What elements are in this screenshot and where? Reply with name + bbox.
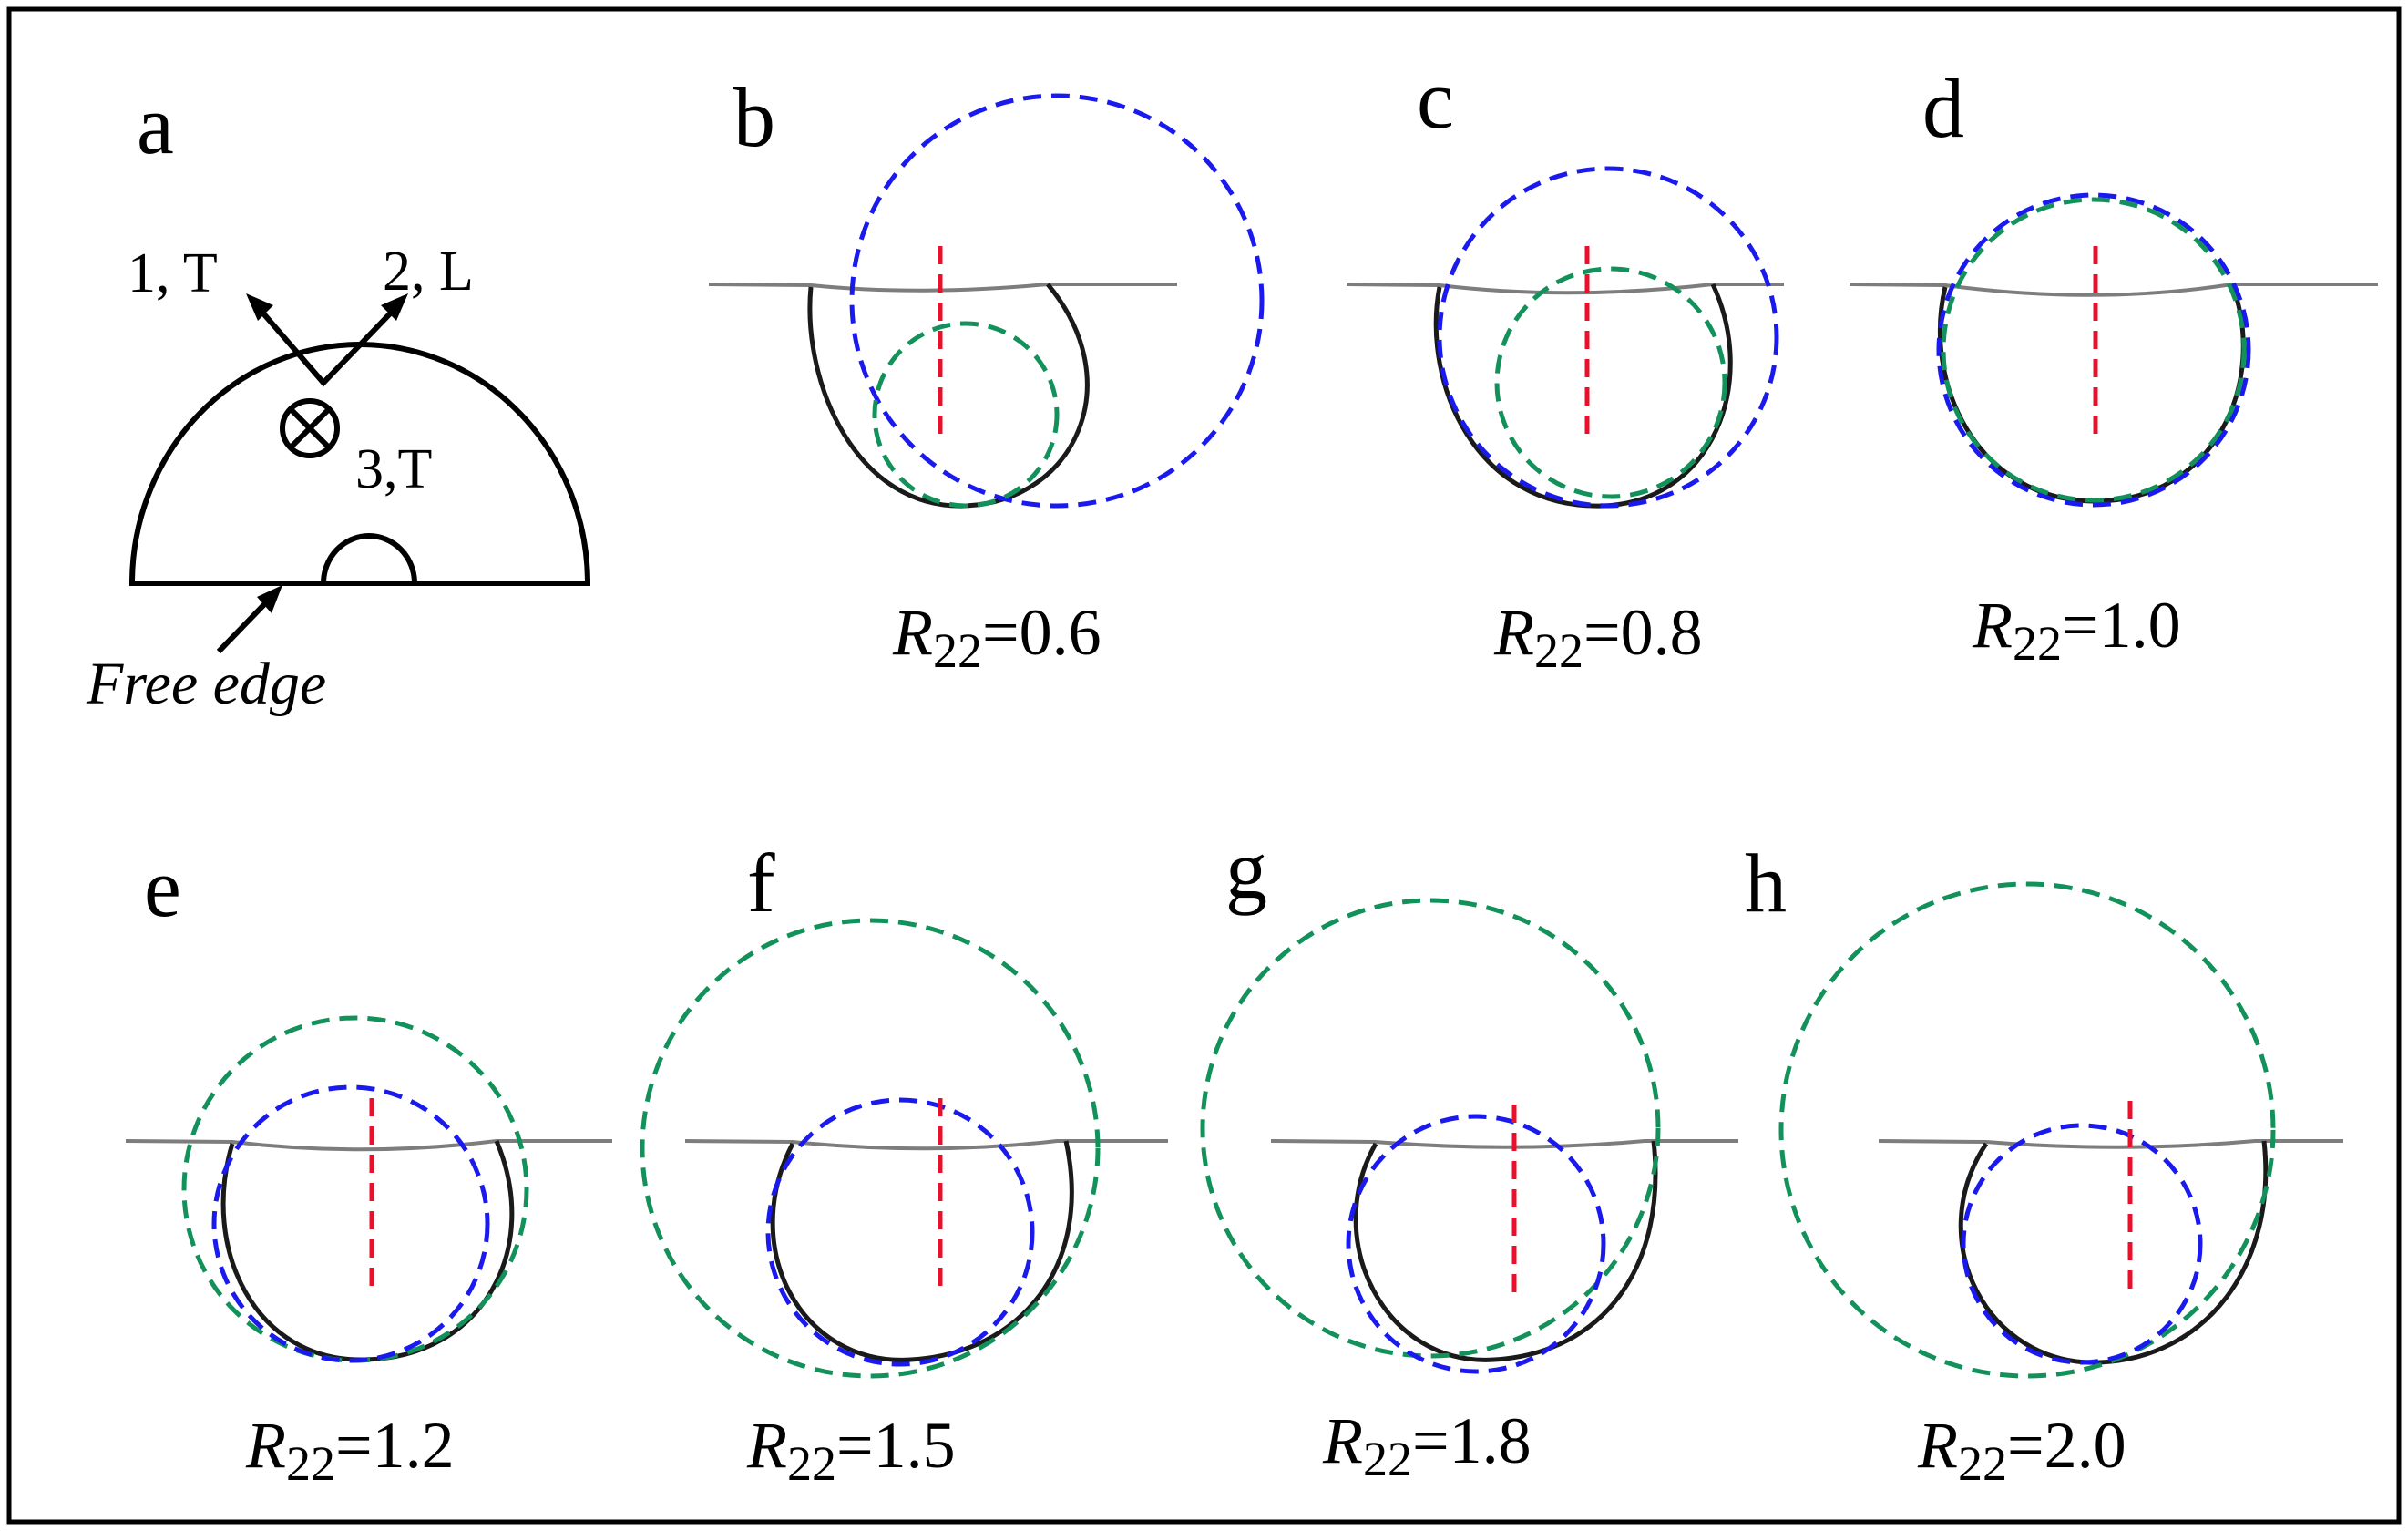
free-edge-arrow-head: [257, 585, 282, 613]
crack-profile: [1937, 283, 2246, 504]
fit-circle-green: [640, 918, 1101, 1379]
fit-circle-blue: [1346, 1114, 1606, 1374]
caption-h: R22=2.0: [1917, 1409, 2126, 1491]
figure-frame: [6, 6, 2402, 1525]
caption-b: R22=0.6: [892, 596, 1102, 678]
fit-circle-blue: [211, 1084, 490, 1363]
panel-d: d R22=1.0: [1849, 62, 2378, 671]
fit-circle-green: [872, 321, 1060, 509]
panel-f: f R22=1.5: [640, 837, 1168, 1491]
specimen-surface: [1270, 1139, 1738, 1149]
crack-profile: [220, 1140, 515, 1362]
specimen-surface: [1346, 283, 1784, 295]
crack-profile: [770, 1140, 1074, 1362]
circle-times-icon: [280, 398, 340, 458]
specimen-surface: [708, 283, 1177, 293]
panel-letter-e: e: [144, 841, 181, 934]
panel-b: b R22=0.6: [708, 71, 1265, 678]
panel-letter-b: b: [733, 71, 775, 164]
arrow-head-1: [246, 293, 273, 321]
free-edge-label: Free edge: [86, 651, 326, 717]
caption-g: R22=1.8: [1322, 1404, 1532, 1486]
panel-letter-g: g: [1225, 823, 1267, 916]
fit-circle-blue: [1961, 1123, 2203, 1365]
specimen-surface: [125, 1139, 612, 1152]
fit-circle-green: [1200, 898, 1661, 1359]
fit-circle-green: [1778, 881, 2276, 1379]
panel-letter-c: c: [1417, 53, 1454, 146]
axis-label-3: 3,T: [355, 438, 432, 500]
crack-profile: [1353, 1140, 1658, 1362]
caption-e: R22=1.2: [245, 1409, 455, 1491]
specimen-outline: [128, 342, 591, 586]
fit-circle-green: [1941, 197, 2247, 503]
specimen-surface: [1849, 283, 2378, 297]
notch: [321, 533, 417, 584]
specimen-surface: [684, 1139, 1168, 1151]
axis-label-2: 2, L: [383, 241, 474, 303]
caption-c: R22=0.8: [1493, 596, 1703, 678]
panel-letter-a: a: [137, 78, 174, 171]
panel-letter-f: f: [747, 837, 775, 930]
arrow-head-2: [381, 293, 408, 321]
panel-c: c R22=0.8: [1346, 53, 1784, 678]
axis-arrows: [255, 304, 399, 387]
fit-circle-blue: [1936, 192, 2251, 508]
fit-circle-blue: [849, 93, 1265, 509]
crack-profile: [1958, 1140, 2269, 1365]
axis-label-1: 1, T: [128, 242, 218, 304]
caption-f: R22=1.5: [746, 1409, 956, 1491]
fit-circle-blue: [1437, 166, 1779, 509]
caption-d: R22=1.0: [1972, 589, 2181, 671]
panel-letter-h: h: [1745, 837, 1787, 930]
fit-circle-blue: [765, 1097, 1035, 1367]
specimen-surface: [1878, 1139, 2343, 1149]
panel-g: g R22=1.8: [1200, 823, 1738, 1486]
panel-h: h R22=2.0: [1745, 837, 2343, 1491]
fit-circle-green: [1494, 266, 1727, 499]
panel-e: e R22=1.2: [125, 841, 612, 1491]
panel-a-schematic: a 1, T 2, L 3,T Free edge: [86, 78, 591, 717]
crack-profile: [1433, 283, 1733, 509]
free-edge-pointer: [216, 594, 274, 654]
fit-circle-green: [181, 1015, 529, 1363]
panel-letter-d: d: [1922, 62, 1964, 155]
